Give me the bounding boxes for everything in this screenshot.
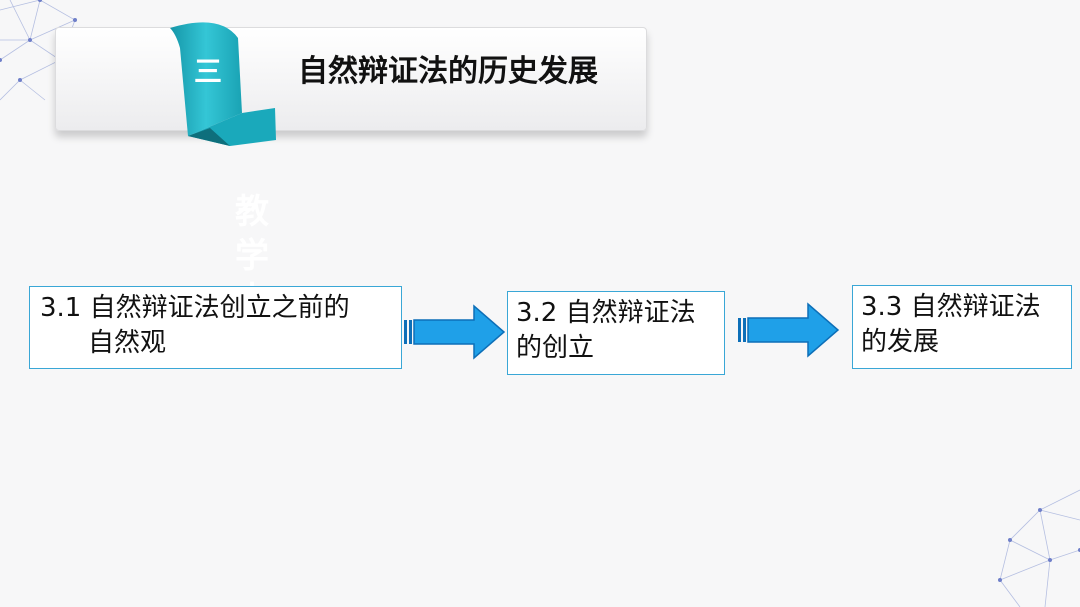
ghost-char: 学 [235, 236, 269, 276]
section-header-bar [55, 27, 647, 131]
arrow-right-icon [738, 302, 840, 358]
step-1-line1: 3.1 自然辩证法创立之前的 [40, 293, 350, 323]
step-box-3: 3.3 自然辩证法 的发展 [852, 285, 1072, 369]
step-2-line2: 的创立 [516, 333, 595, 363]
step-1-line2: 自然观 [88, 328, 167, 358]
section-number: 三 [193, 55, 222, 88]
ribbon-icon [170, 22, 276, 146]
arrow-right-icon [404, 304, 506, 360]
ghost-char: 教 [235, 192, 269, 232]
network-globe-icon [998, 489, 1080, 607]
step-box-1: 3.1 自然辩证法创立之前的 自然观 [29, 286, 402, 369]
step-2-line1: 3.2 自然辩证法 [516, 298, 696, 328]
step-box-2: 3.2 自然辩证法 的创立 [507, 291, 725, 375]
step-3-line1: 3.3 自然辩证法 [861, 292, 1041, 322]
step-3-line2: 的发展 [861, 327, 940, 357]
page-title: 自然辩证法的历史发展 [298, 54, 598, 89]
